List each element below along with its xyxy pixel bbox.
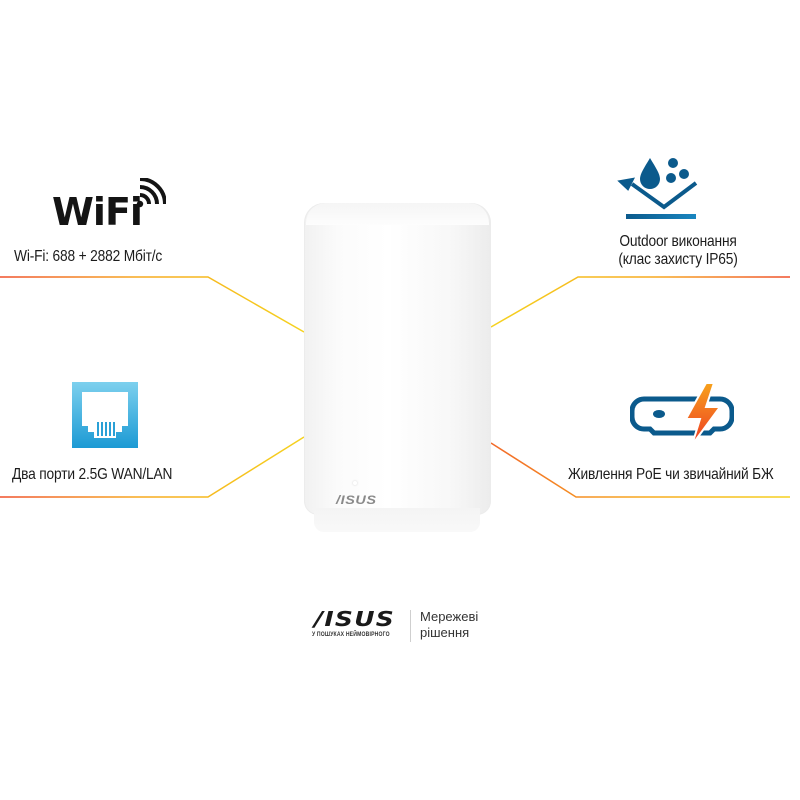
water-dust-protection-icon bbox=[617, 158, 698, 219]
wifi-logo: WiFi bbox=[52, 178, 166, 236]
connector-wifi bbox=[0, 276, 305, 333]
connector-outdoor bbox=[490, 276, 790, 328]
router-asus-logo: /ISUS bbox=[336, 493, 377, 507]
router-status-led bbox=[353, 481, 357, 485]
asus-tagline: У ПОШУКАХ НЕЙМОВІРНОГО bbox=[312, 632, 390, 638]
footer-caption-line2: рішення bbox=[420, 625, 470, 640]
router-base bbox=[314, 508, 480, 532]
ethernet-port-icon bbox=[72, 382, 138, 448]
wifi-logo-text: WiFi bbox=[52, 190, 143, 234]
ports-label: Два порти 2.5G WAN/LAN bbox=[12, 466, 173, 483]
asus-wordmark: /ISUS bbox=[314, 607, 395, 631]
outdoor-label: Outdoor виконання (клас захисту IP65) bbox=[596, 233, 759, 269]
footer-caption-line1: Мережеві bbox=[420, 609, 479, 624]
footer-divider bbox=[410, 610, 411, 642]
router-top bbox=[306, 203, 489, 225]
router-device-image bbox=[304, 203, 491, 515]
outdoor-label-line1: Outdoor виконання bbox=[619, 233, 737, 250]
footer-caption: Мережеві рішення bbox=[420, 609, 478, 641]
wifi-icon bbox=[136, 178, 166, 208]
wifi-speed-label: Wi-Fi: 688 + 2882 Мбіт/с bbox=[14, 248, 163, 265]
power-label: Живлення PoE чи звичайний БЖ bbox=[568, 466, 774, 483]
outdoor-label-line2: (клас захисту IP65) bbox=[618, 251, 738, 268]
poe-power-icon bbox=[630, 383, 734, 446]
asus-brand-logo: /ISUS У ПОШУКАХ НЕЙМОВІРНОГО bbox=[312, 607, 404, 644]
